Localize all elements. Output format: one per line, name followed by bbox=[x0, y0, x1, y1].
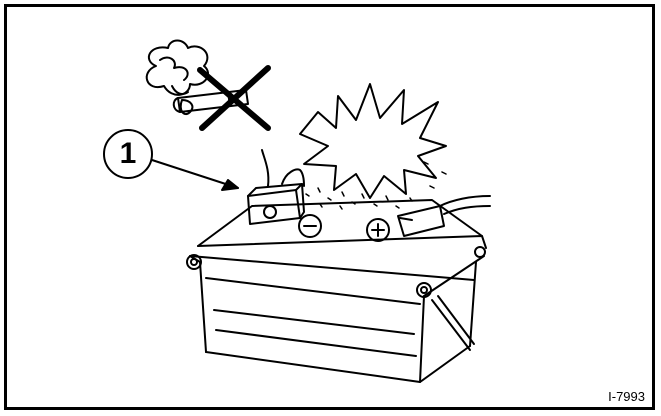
callout-marker bbox=[103, 129, 239, 191]
positive-terminal-icon bbox=[366, 195, 491, 242]
negative-terminal-icon bbox=[247, 149, 322, 238]
explosion-icon bbox=[299, 83, 447, 210]
no-smoking-icon bbox=[197, 65, 271, 131]
figure-frame bbox=[4, 4, 655, 410]
smoke-icon bbox=[145, 39, 209, 116]
battery-icon bbox=[186, 199, 487, 383]
callout-number: 1 bbox=[119, 137, 137, 170]
figure-id: I-7993 bbox=[608, 389, 645, 404]
